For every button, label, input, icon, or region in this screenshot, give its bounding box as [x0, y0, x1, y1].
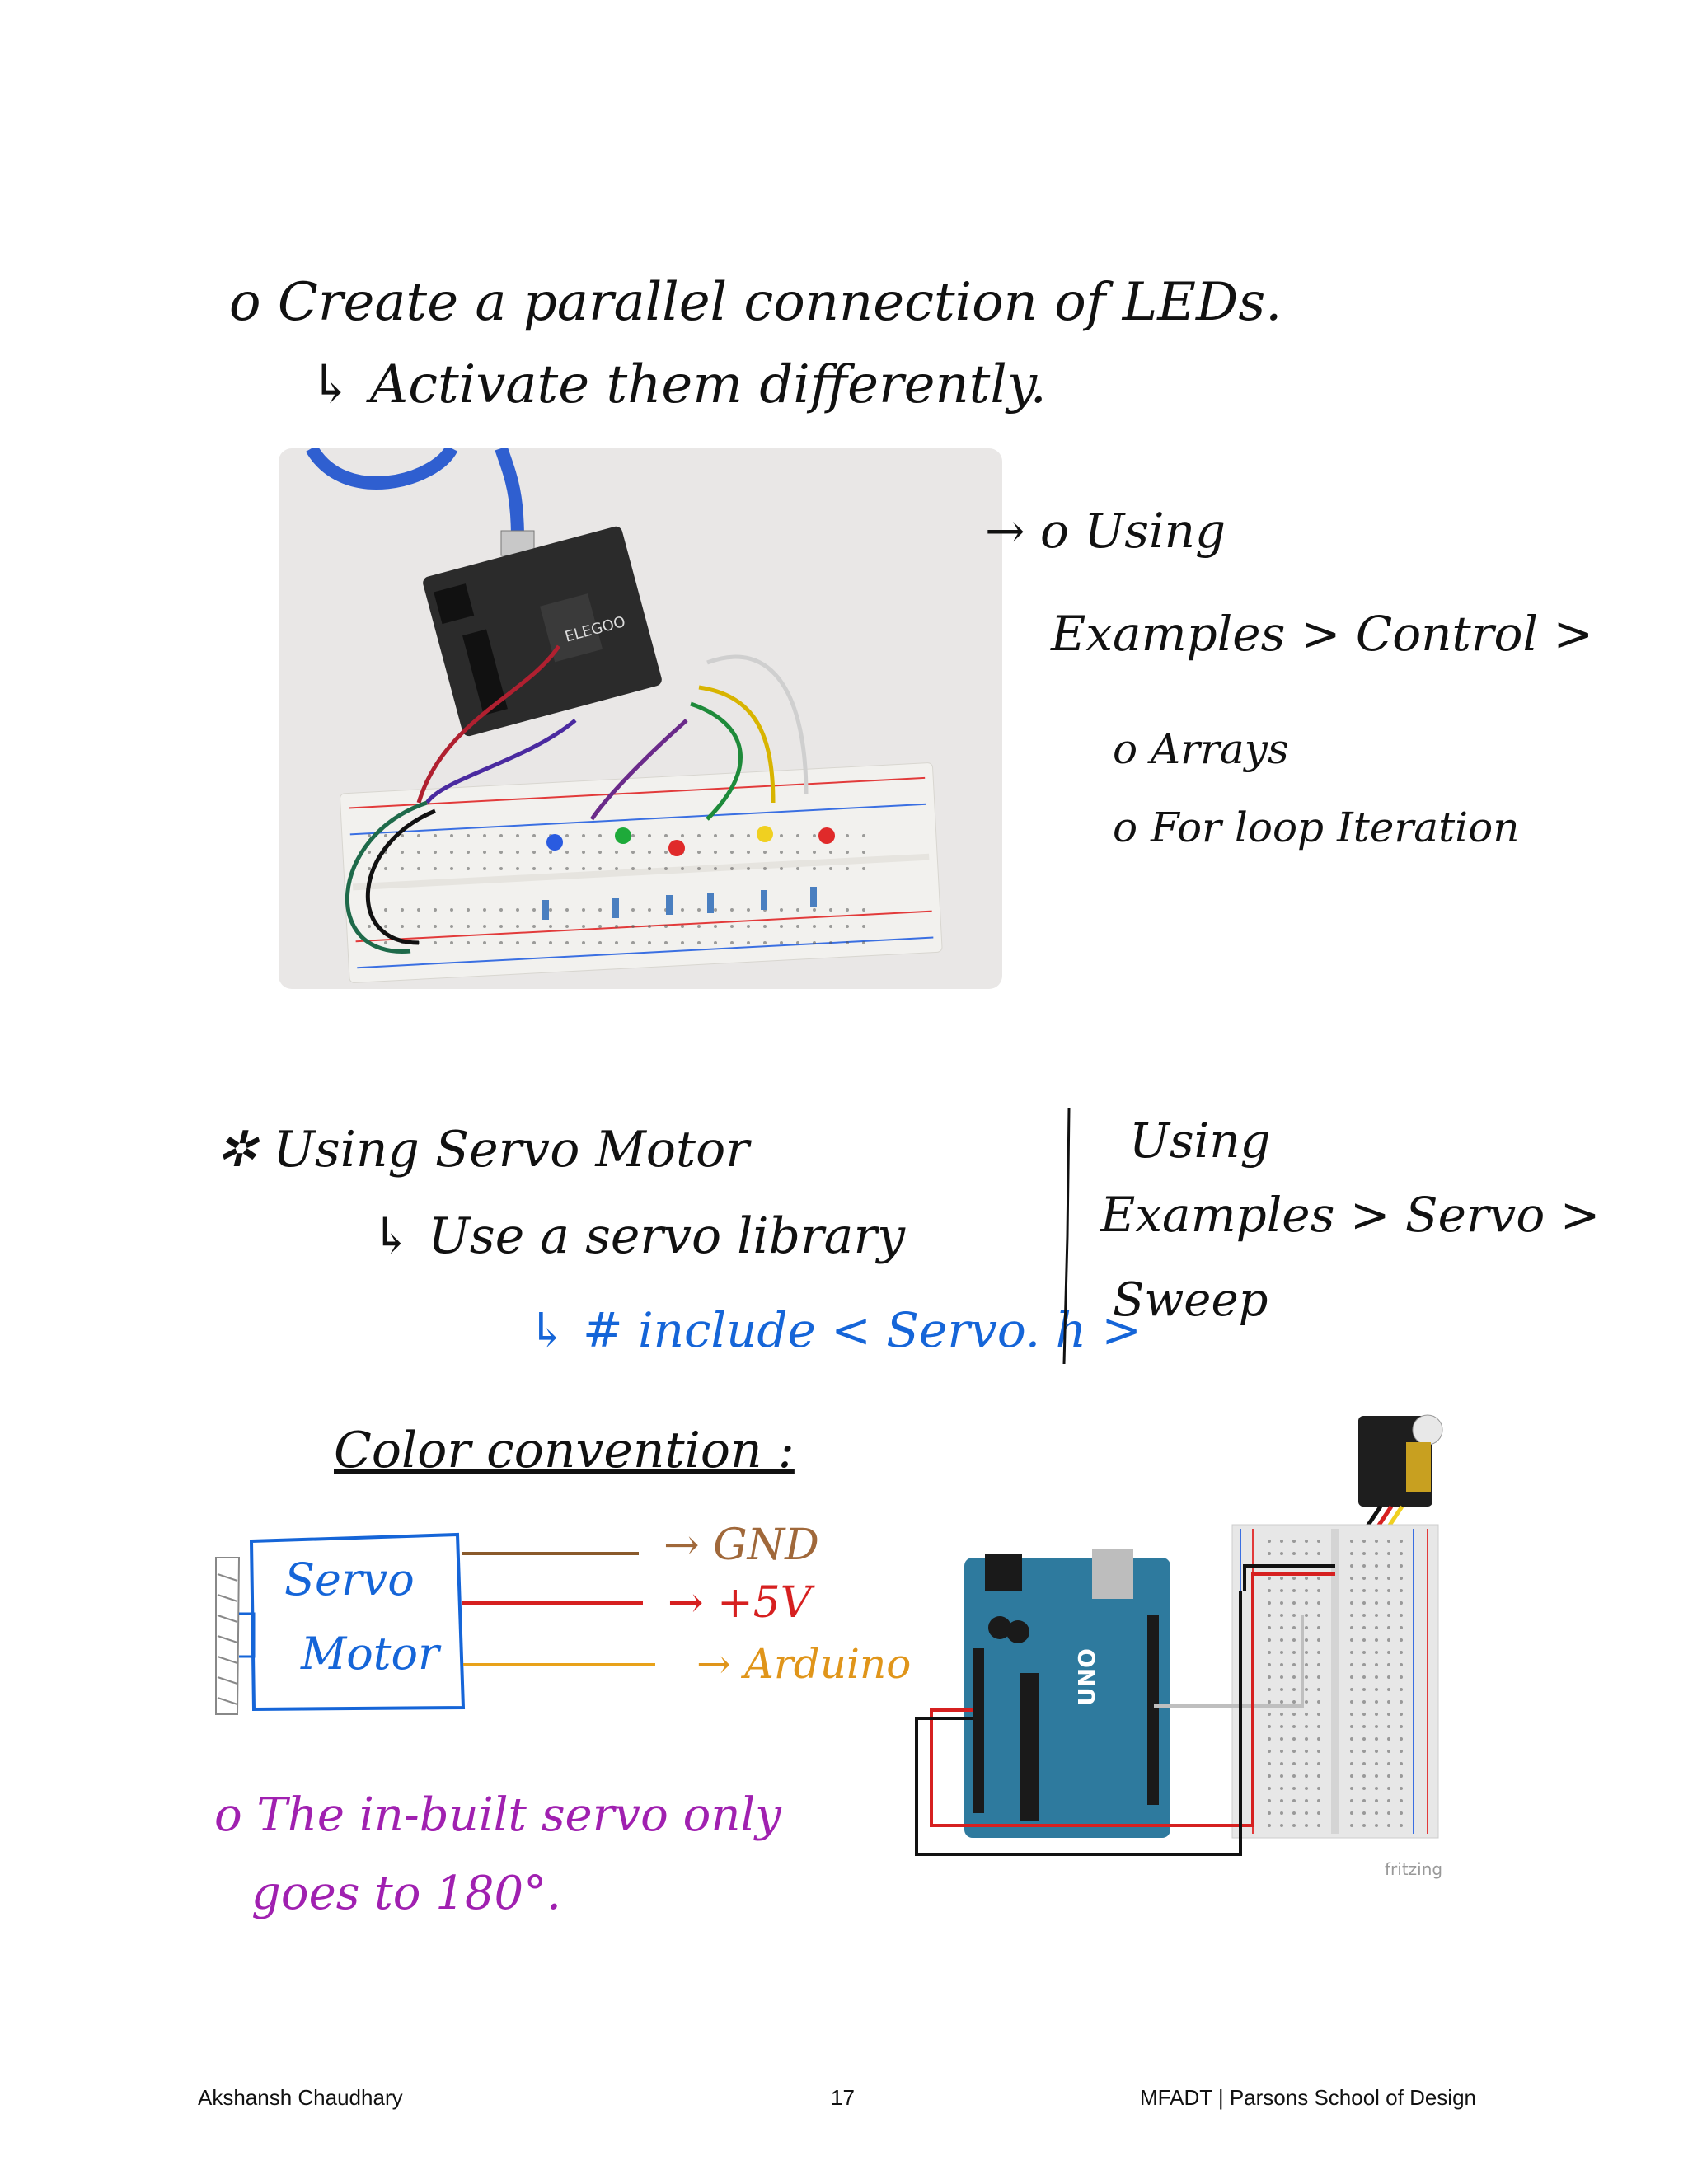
- servo-box-label-2: Motor: [301, 1628, 439, 1680]
- section-divider: [1062, 1108, 1071, 1365]
- fritzing-servo-diagram: UNO fritzing: [907, 1393, 1467, 1879]
- footer-author: Akshansh Chaudhary: [198, 2085, 403, 2110]
- note-path: Examples > Control >: [1051, 606, 1594, 662]
- wire-arduino-label: → Arduino: [696, 1640, 912, 1688]
- color-convention-title: Color convention :: [334, 1422, 795, 1479]
- footer-page-number: 17: [831, 2085, 855, 2110]
- note-using: → o Using: [985, 503, 1226, 559]
- servo-color-diagram: [215, 1532, 655, 1715]
- fritzing-watermark: fritzing: [1385, 1859, 1442, 1879]
- wire-5v-label: → +5V: [668, 1578, 812, 1628]
- led-circuit-illustration: ELEGOO: [306, 448, 943, 983]
- side-path: Examples > Servo >: [1100, 1187, 1601, 1243]
- section2-sub1: ↳ Use a servo library: [371, 1207, 906, 1265]
- servo-note-line1: o The in-built servo only: [214, 1788, 781, 1842]
- arduino-uno-board: [964, 1558, 1170, 1838]
- board-brand-text: UNO: [1073, 1648, 1100, 1706]
- servo-box-label-1: Servo: [284, 1554, 415, 1605]
- footer-school: MFADT | Parsons School of Design: [1140, 2085, 1477, 2110]
- servo-note-line2: goes to 180°.: [251, 1867, 561, 1920]
- note-item-arrays: o Arrays: [1113, 725, 1289, 773]
- section1-heading: o Create a parallel connection of LEDs.: [229, 272, 1282, 333]
- section2-heading: ✲ Using Servo Motor: [216, 1121, 749, 1179]
- section1-subheading: ↳ Activate them differently.: [309, 354, 1047, 415]
- note-item-for-loop: o For loop Iteration: [1113, 804, 1520, 851]
- side-using: Using: [1129, 1113, 1271, 1169]
- section2-sub2: ↳ # include < Servo. h >: [528, 1302, 1142, 1358]
- side-sweep: Sweep: [1113, 1273, 1268, 1327]
- wire-gnd-label: → GND: [663, 1521, 819, 1570]
- led-circuit-photo: ELEGOO: [279, 448, 1002, 989]
